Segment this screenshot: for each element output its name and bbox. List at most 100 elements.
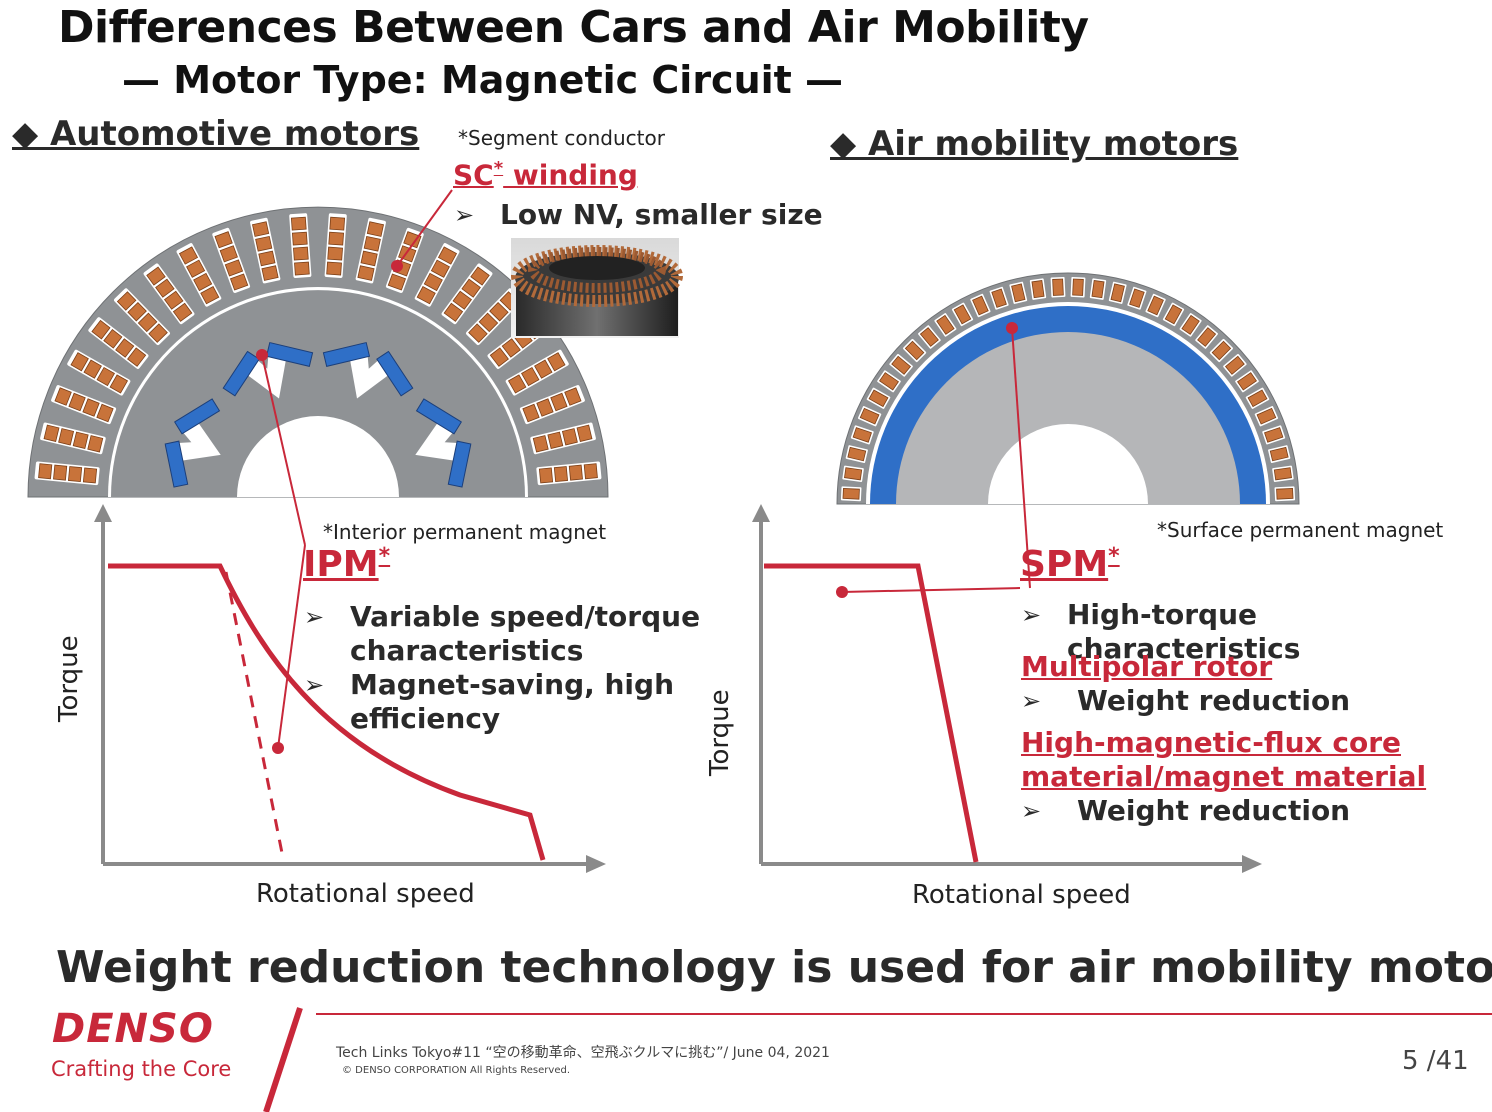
winding-slot [989,286,1009,310]
winding-slot [1179,313,1202,337]
arrow-bullet-icon: ➢ [1021,601,1042,629]
multipolar-rotor-label: Multipolar rotor [1021,650,1273,683]
automotive-chart-axes [94,504,606,873]
ipm-marker-motor [256,349,268,361]
winding-slot [67,349,131,396]
footer-event: Tech Links Tokyo#11 “空の移動革命、空飛ぶクルマに挑む”/ … [336,1045,830,1061]
winding-slot [536,461,602,486]
arrow-bullet-icon: ➢ [304,671,325,699]
winding-slot [324,213,347,279]
winding-slot [877,370,901,393]
winding-slot [176,243,222,307]
magnet-pole [322,341,414,399]
spm-label: SPM [1020,544,1109,585]
slide-subtitle: — Motor Type: Magnetic Circuit — [122,58,844,102]
winding-slot [114,288,170,346]
winding-slot [850,425,874,445]
winding-slot [1274,486,1296,502]
winding-slot [934,313,957,337]
arrow-bullet-icon: ➢ [304,603,325,631]
winding-slot [1162,302,1185,327]
arrow-bullet-icon: ➢ [1021,687,1042,715]
automotive-heading: ◆ Automotive motors [12,114,420,154]
sc-winding-label: winding [503,158,638,192]
winding-slot [866,387,891,409]
spm-marker-motor [1006,322,1018,334]
flux-core-label-line1: High-magnetic-flux core [1021,726,1401,759]
stator-winding-slots [34,213,602,486]
sc-star: * [493,158,504,179]
winding-slot [519,385,585,425]
sc-bullet-text: Low NV, smaller size [500,198,823,231]
winding-slot [88,317,149,369]
winding-slot [1108,281,1127,304]
winding-slot [1245,387,1270,409]
ipm-bullet-1-text: Variable speed/torque characteristics [350,600,701,667]
ipm-bullet-2-text: Magnet-saving, high efficiency [350,668,675,735]
page-number: 5 /41 [1402,1046,1469,1076]
winding-slot [1029,278,1047,300]
ipm-leader-line-motor [261,354,306,546]
flux-bullet-text: Weight reduction [1077,794,1351,827]
automotive-ylabel: Torque [54,635,84,722]
winding-slot [1209,338,1234,363]
air-mobility-chart-axes [752,504,1262,873]
footer-slash [263,1007,303,1112]
arrow-bullet-icon: ➢ [1021,797,1042,825]
denso-tagline: Crafting the Core [51,1057,232,1081]
automotive-xlabel: Rotational speed [256,879,475,909]
winding-slot [1272,465,1294,482]
winding-slot [970,293,991,318]
winding-slot [1254,406,1279,427]
winding-slot [414,243,460,307]
winding-slot [505,349,569,396]
multipolar-bullet: ➢ Weight reduction [1021,684,1350,718]
spm-bullet-text: High-torque characteristics [1067,598,1301,665]
winding-slot [889,353,913,377]
sc-bullet: ➢ Low NV, smaller size [454,198,823,232]
winding-slot [530,422,596,455]
ipm-label: IPM [303,544,379,585]
winding-slot [1223,353,1247,377]
winding-slot [1089,278,1107,300]
winding-slot [1195,325,1218,349]
automotive-torque-curve [108,563,546,861]
winding-slot [250,217,281,284]
ipm-bullet-1: ➢ Variable speed/torque characteristics [304,600,704,668]
winding-slot [1127,286,1147,310]
sc-winding-photo [511,238,683,338]
winding-slot [1050,276,1066,298]
ipm-marker-chart [272,742,284,754]
winding-slot [1070,276,1086,298]
air-mobility-xlabel: Rotational speed [912,880,1131,910]
winding-slot [842,465,864,482]
winding-slot [143,263,195,325]
air-mobility-torque-curve [764,563,979,863]
magnet-pole [164,398,221,488]
winding-slot [951,302,974,327]
spm-marker-chart [836,586,848,598]
winding-slot [441,263,493,325]
sc-label: SC [453,158,494,192]
winding-slot [1262,425,1286,445]
flux-bullet: ➢ Weight reduction [1021,794,1350,828]
winding-slot [51,385,117,425]
stator-winding-slots-multipolar [840,276,1296,502]
winding-slot [34,461,100,486]
sc-marker [391,260,403,272]
air-mobility-ylabel: Torque [705,689,735,776]
ipm-bullet-2: ➢ Magnet-saving, high efficiency [304,668,704,736]
winding-slot [918,325,941,349]
magnet-pole [222,341,314,399]
spm-leader-line-motor [1011,327,1031,589]
air-mobility-motor-cross-section [836,272,1300,505]
spm-star: * [1108,544,1120,569]
automotive-motor-cross-section [27,206,609,498]
winding-slot [840,486,862,502]
flux-core-label-line2: material/magnet material [1021,760,1427,793]
multipolar-bullet-text: Weight reduction [1077,684,1351,717]
winding-slot [40,422,106,455]
winding-slot [845,445,868,464]
conclusion-text: Weight reduction technology is used for … [56,942,1492,993]
